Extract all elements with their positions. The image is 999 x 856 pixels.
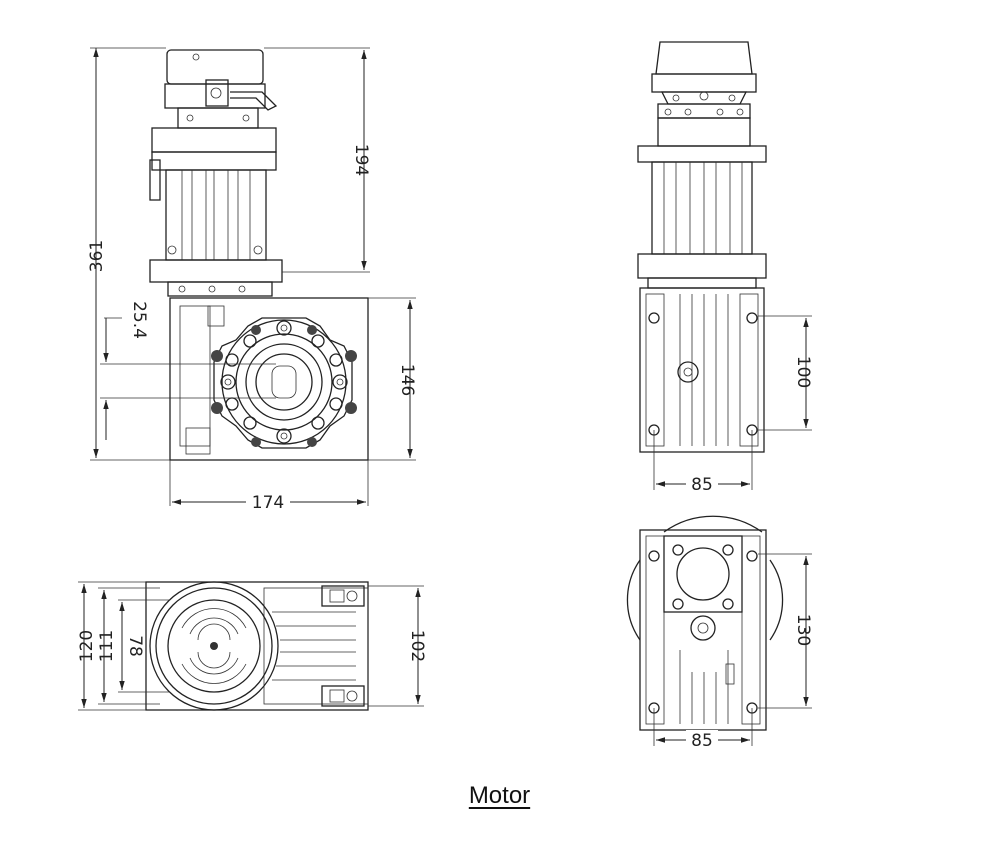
dim-130: 130 (793, 614, 813, 646)
dim-120: 120 (77, 630, 97, 662)
dim-194: 194 (351, 144, 371, 176)
dim-85-side: 85 (691, 475, 713, 495)
dim-85-rear: 85 (691, 731, 713, 751)
dim-100: 100 (793, 356, 813, 388)
front-view: 361 194 25.4 146 174 (87, 47, 417, 513)
dim-174: 174 (252, 493, 284, 513)
dim-78: 78 (125, 635, 145, 657)
dim-102: 102 (407, 630, 427, 662)
dim-25-4: 25.4 (129, 301, 149, 339)
dim-146: 146 (397, 364, 417, 396)
caption: Motor (0, 782, 999, 810)
rear-view: 130 85 (626, 515, 813, 751)
dim-361: 361 (87, 240, 107, 272)
top-view: 120 111 78 102 (77, 581, 427, 711)
side-view: 100 85 (637, 41, 813, 495)
dim-111: 111 (97, 630, 117, 662)
caption-text: Motor (468, 782, 531, 809)
